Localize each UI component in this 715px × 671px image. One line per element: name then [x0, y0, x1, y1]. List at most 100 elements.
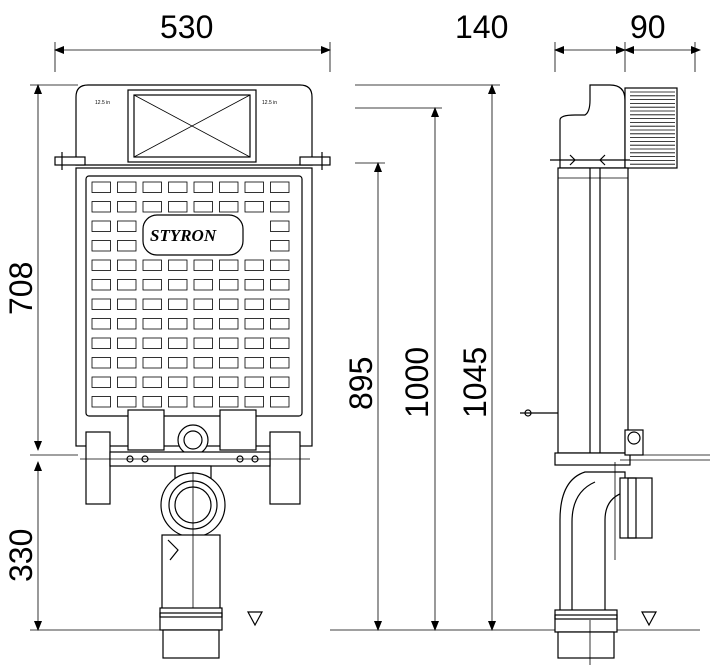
grid-cell — [168, 396, 188, 408]
grid-cell — [117, 318, 137, 330]
grid-cell — [117, 259, 137, 271]
grid-cell — [193, 376, 213, 388]
grid-cell — [270, 201, 290, 213]
dim-height-895: 895 — [343, 357, 379, 410]
grid-cell — [168, 298, 188, 310]
grid-cell — [270, 337, 290, 349]
dim-height-1045: 1045 — [457, 347, 493, 418]
grid-cell — [117, 279, 137, 291]
grid-cell — [244, 337, 264, 349]
grid-cell — [193, 337, 213, 349]
grid-cell — [142, 201, 162, 213]
grid-cell — [91, 259, 111, 271]
grid-cell — [117, 181, 137, 193]
grid-cell — [168, 279, 188, 291]
grid-cell — [117, 396, 137, 408]
grid-cell — [168, 357, 188, 369]
grid-cell — [244, 376, 264, 388]
grid-cell — [219, 357, 239, 369]
grid-cell — [193, 259, 213, 271]
grid-cell — [142, 298, 162, 310]
grid-cell — [142, 318, 162, 330]
dim-height-330: 330 — [3, 529, 39, 582]
styron-logo: STYRON — [142, 214, 244, 256]
grid-cell — [142, 357, 162, 369]
grid-cell — [219, 259, 239, 271]
grid-cell — [270, 376, 290, 388]
grid-cell — [244, 357, 264, 369]
logo-text: STYRON — [150, 226, 217, 245]
grid-cell — [219, 396, 239, 408]
grid-cell — [142, 376, 162, 388]
grid-cell — [142, 259, 162, 271]
grid-cell — [117, 201, 137, 213]
grid-cell — [91, 298, 111, 310]
dim-depth-140: 140 — [455, 9, 508, 45]
dim-height-1000: 1000 — [399, 347, 435, 418]
grid-cell — [168, 201, 188, 213]
side-view — [520, 84, 710, 665]
grid-cell — [193, 298, 213, 310]
grid-cell — [91, 318, 111, 330]
grid-cell — [193, 396, 213, 408]
grid-cell — [91, 279, 111, 291]
grid-cell — [193, 201, 213, 213]
grid-cell — [270, 298, 290, 310]
grid-cell — [168, 337, 188, 349]
small-label-right: 12.5 in — [262, 100, 277, 106]
grid-cell — [117, 357, 137, 369]
grid-cell — [219, 298, 239, 310]
grid-cell — [91, 396, 111, 408]
grid-cell — [117, 337, 137, 349]
grid-cell — [168, 259, 188, 271]
dimension-lines — [30, 42, 701, 631]
grid-cell — [219, 337, 239, 349]
grid-cell — [244, 318, 264, 330]
grid-cell — [91, 240, 111, 252]
dim-width-530: 530 — [160, 9, 213, 45]
grid-cell — [270, 259, 290, 271]
grid-cell — [91, 201, 111, 213]
grid-cell — [270, 318, 290, 330]
grid-cell — [244, 279, 264, 291]
front-view: 12.5 in 12.5 in STYRON — [54, 84, 331, 659]
grid-cell — [270, 357, 290, 369]
grid-cell — [193, 279, 213, 291]
grid-cell — [168, 376, 188, 388]
grid-cell — [117, 298, 137, 310]
grid-cell — [193, 357, 213, 369]
grid-cell — [142, 181, 162, 193]
grid-cell — [244, 259, 264, 271]
grid-cell — [117, 376, 137, 388]
grid-cell — [270, 240, 290, 252]
grid-cell — [91, 357, 111, 369]
grid-cell — [244, 201, 264, 213]
grid-cell — [244, 396, 264, 408]
grid-cell — [168, 181, 188, 193]
grid-cell — [219, 181, 239, 193]
grid-cell — [117, 240, 137, 252]
grid-cell — [91, 220, 111, 232]
grid-cell — [219, 376, 239, 388]
grid-cell — [270, 279, 290, 291]
grid-cell — [219, 201, 239, 213]
small-label-left: 12.5 in — [95, 100, 110, 106]
grid-cell — [91, 181, 111, 193]
grid-cell — [168, 318, 188, 330]
dim-depth-90: 90 — [630, 9, 666, 45]
grid-cell — [91, 337, 111, 349]
grid-cell — [142, 279, 162, 291]
grid-cell — [91, 376, 111, 388]
grid-cell — [193, 318, 213, 330]
grid-cell — [219, 318, 239, 330]
grid-cell — [244, 181, 264, 193]
grid-cell — [142, 396, 162, 408]
grid-cell — [142, 337, 162, 349]
grid-cell — [244, 298, 264, 310]
grid-cell — [270, 181, 290, 193]
grid-cell — [270, 396, 290, 408]
grid-cell — [193, 181, 213, 193]
dim-height-708: 708 — [3, 262, 39, 315]
grid-cell — [270, 220, 290, 232]
